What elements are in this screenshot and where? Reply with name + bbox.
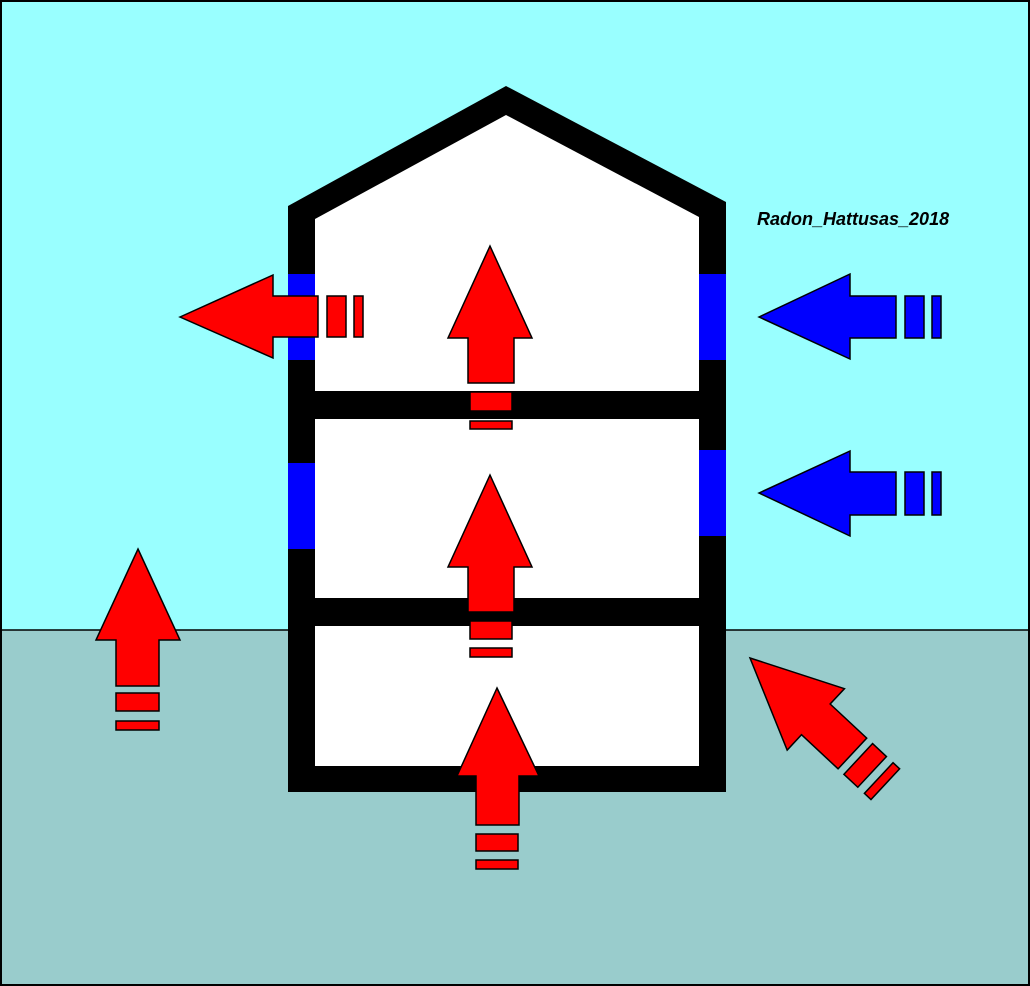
arrow-up-icon [446,244,534,384]
arrow-up-icon [446,473,534,613]
arrow-tail-bar [115,692,160,712]
radon-arrow-soil-diagonal [748,656,901,801]
arrow-tail-bar [842,742,888,789]
arrow-tail-bar [904,471,925,516]
radon-arrow-basement [455,686,541,870]
credit-label: Radon_Hattusas_2018 [757,209,950,229]
arrow-tail-bar [863,761,901,801]
radon-arrow-ground-left [94,547,182,731]
arrow-tail-bar [469,391,513,412]
arrow-left-icon [178,273,319,360]
arrow-up-icon [94,547,182,687]
attic-room [315,115,699,391]
arrow-tail-bar [931,471,942,516]
arrow-tail-bar [475,833,519,852]
arrow-tail-bar [115,720,160,731]
arrow-tail-bar [326,295,347,338]
arrow-tail-bar [469,620,513,640]
radon-arrow-exhaust [178,273,364,360]
arrow-tail-bar [475,859,519,870]
arrow-tail-bar [931,295,942,339]
arrow-tail-bar [353,295,364,338]
window-right-upper [699,274,726,360]
arrow-tail-bar [904,295,925,339]
fresh-air-arrow-upper [757,272,942,361]
arrow-diagonal-icon [748,656,868,770]
fresh-air-arrow-lower [757,449,942,538]
window-left-middle [288,463,315,549]
arrow-left-icon [757,449,897,538]
arrow-left-icon [757,272,897,361]
window-right-middle [699,450,726,536]
radon-arrow-middle [446,473,534,658]
radon-arrow-attic [446,244,534,430]
arrow-tail-bar [469,420,513,430]
arrow-up-icon [455,686,541,826]
arrow-tail-bar [469,647,513,658]
